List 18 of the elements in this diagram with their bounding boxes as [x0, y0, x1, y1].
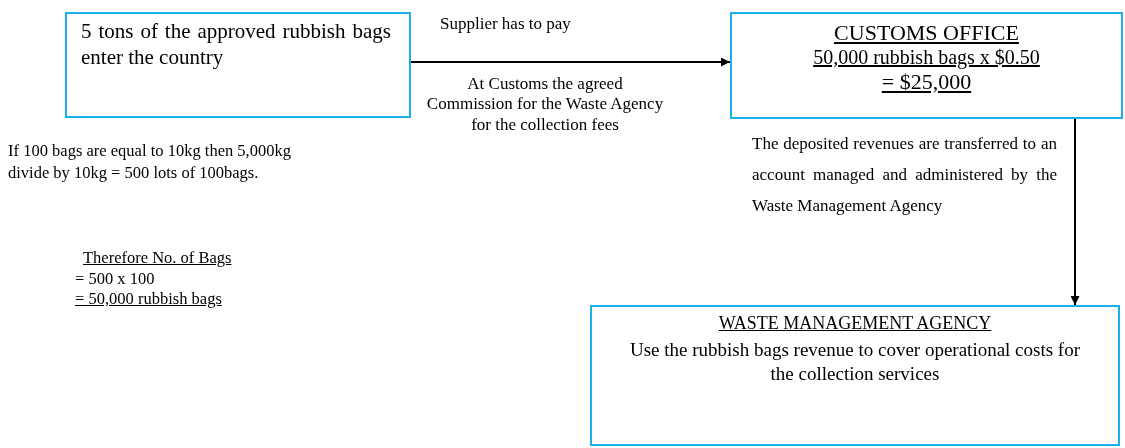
formula: = $25,000	[881, 69, 972, 94]
node-text: 5 tons of the approved rubbish bags enter the country	[81, 19, 391, 70]
formula: 50,000 rubbish bags x $0.50	[813, 46, 1040, 68]
heading: WASTE MANAGEMENT AGENCY	[718, 313, 992, 333]
calculation-text: = 500 x 100	[75, 269, 155, 289]
note-text: At Customs the agreed Commission for the Waste Agency for the collection fees	[425, 74, 665, 136]
process-box	[730, 12, 1123, 119]
calculation-heading: Therefore No. of Bags	[83, 248, 232, 268]
arrow	[1070, 118, 1080, 306]
node-text: Use the rubbish bags revenue to cover operational costs for the collection services	[629, 339, 1081, 384]
calculation-text: = 50,000 rubbish bags	[75, 289, 222, 309]
edge-label: Supplier has to pay	[440, 14, 572, 35]
edge-label: The deposited revenues are transferred to an account managed and administered by the Waste Management Agency	[752, 133, 1057, 217]
note-text: If 100 bags are equal to 10kg then 5,000kg divide by 10kg = 500 lots of 100bags.	[8, 140, 291, 185]
process-box	[65, 12, 411, 118]
process-box	[590, 305, 1120, 446]
heading: CUSTOMS OFFICE	[834, 20, 1019, 45]
arrow	[410, 57, 731, 67]
